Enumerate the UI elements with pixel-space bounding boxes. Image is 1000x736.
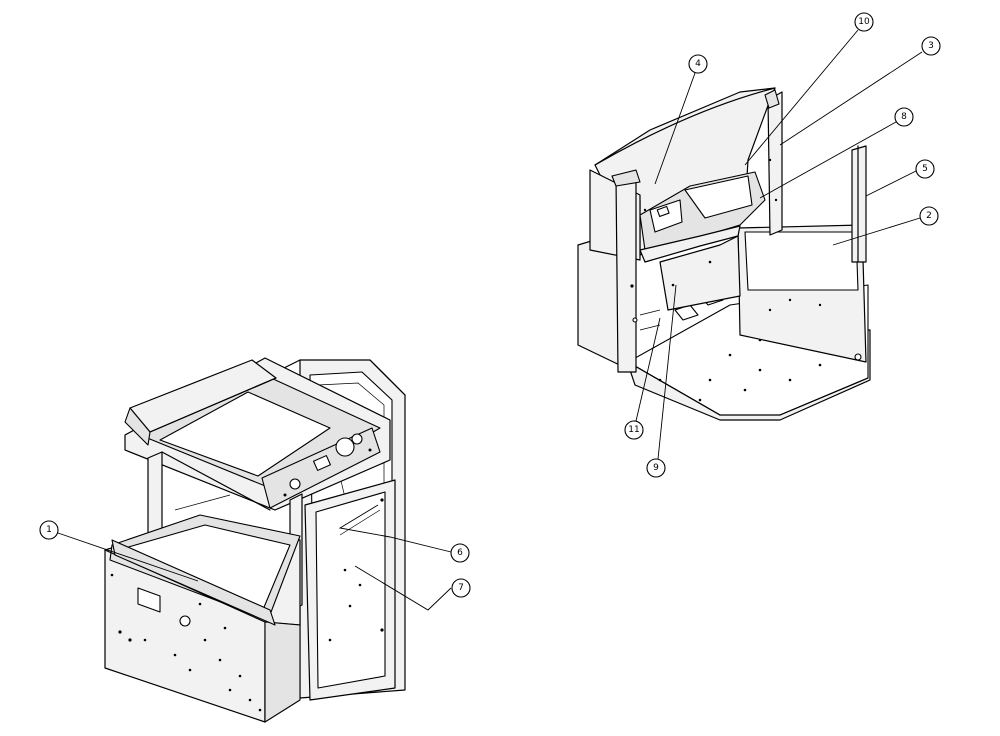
callout-3[interactable]: 3	[779, 36, 941, 146]
callout-7[interactable]: 7	[354, 565, 471, 611]
svg-text:3: 3	[928, 41, 934, 51]
callout-6[interactable]: 6	[338, 504, 470, 563]
callout-4[interactable]: 4	[654, 54, 708, 185]
svg-text:4: 4	[695, 59, 701, 69]
console-switch	[313, 455, 331, 471]
callout-5[interactable]: 5	[865, 159, 935, 197]
callout-11[interactable]: 11	[624, 317, 661, 440]
svg-text:10: 10	[858, 17, 870, 27]
callout-1[interactable]: 1	[39, 520, 199, 582]
svg-text:11: 11	[628, 425, 639, 435]
callout-9[interactable]: 9	[646, 284, 677, 478]
svg-text:5: 5	[922, 164, 928, 174]
console-gauge-1	[335, 437, 355, 457]
callout-2[interactable]: 2	[832, 206, 939, 246]
svg-text:1: 1	[46, 525, 52, 535]
callout-10[interactable]: 10	[744, 12, 874, 166]
svg-text:2: 2	[926, 211, 932, 221]
right-rear-post	[851, 145, 867, 263]
console-gauge-2	[289, 478, 301, 490]
svg-text:9: 9	[653, 463, 659, 473]
cabinet-assembly-rear-view	[577, 87, 871, 421]
front-trim-rail	[111, 539, 276, 626]
left-front-post	[615, 171, 637, 373]
interior-divider	[659, 235, 741, 311]
callout-8[interactable]: 8	[759, 107, 914, 199]
console-display-area	[159, 391, 331, 477]
svg-text:7: 7	[458, 583, 464, 593]
svg-text:8: 8	[901, 112, 907, 122]
side-door-glass	[315, 491, 386, 689]
cabinet-assembly-front-view	[104, 357, 406, 723]
back-right-post	[767, 91, 783, 236]
front-panel-hole	[179, 615, 191, 627]
front-panel-opening	[137, 587, 161, 613]
svg-text:6: 6	[457, 548, 463, 558]
console-tray	[684, 175, 753, 219]
